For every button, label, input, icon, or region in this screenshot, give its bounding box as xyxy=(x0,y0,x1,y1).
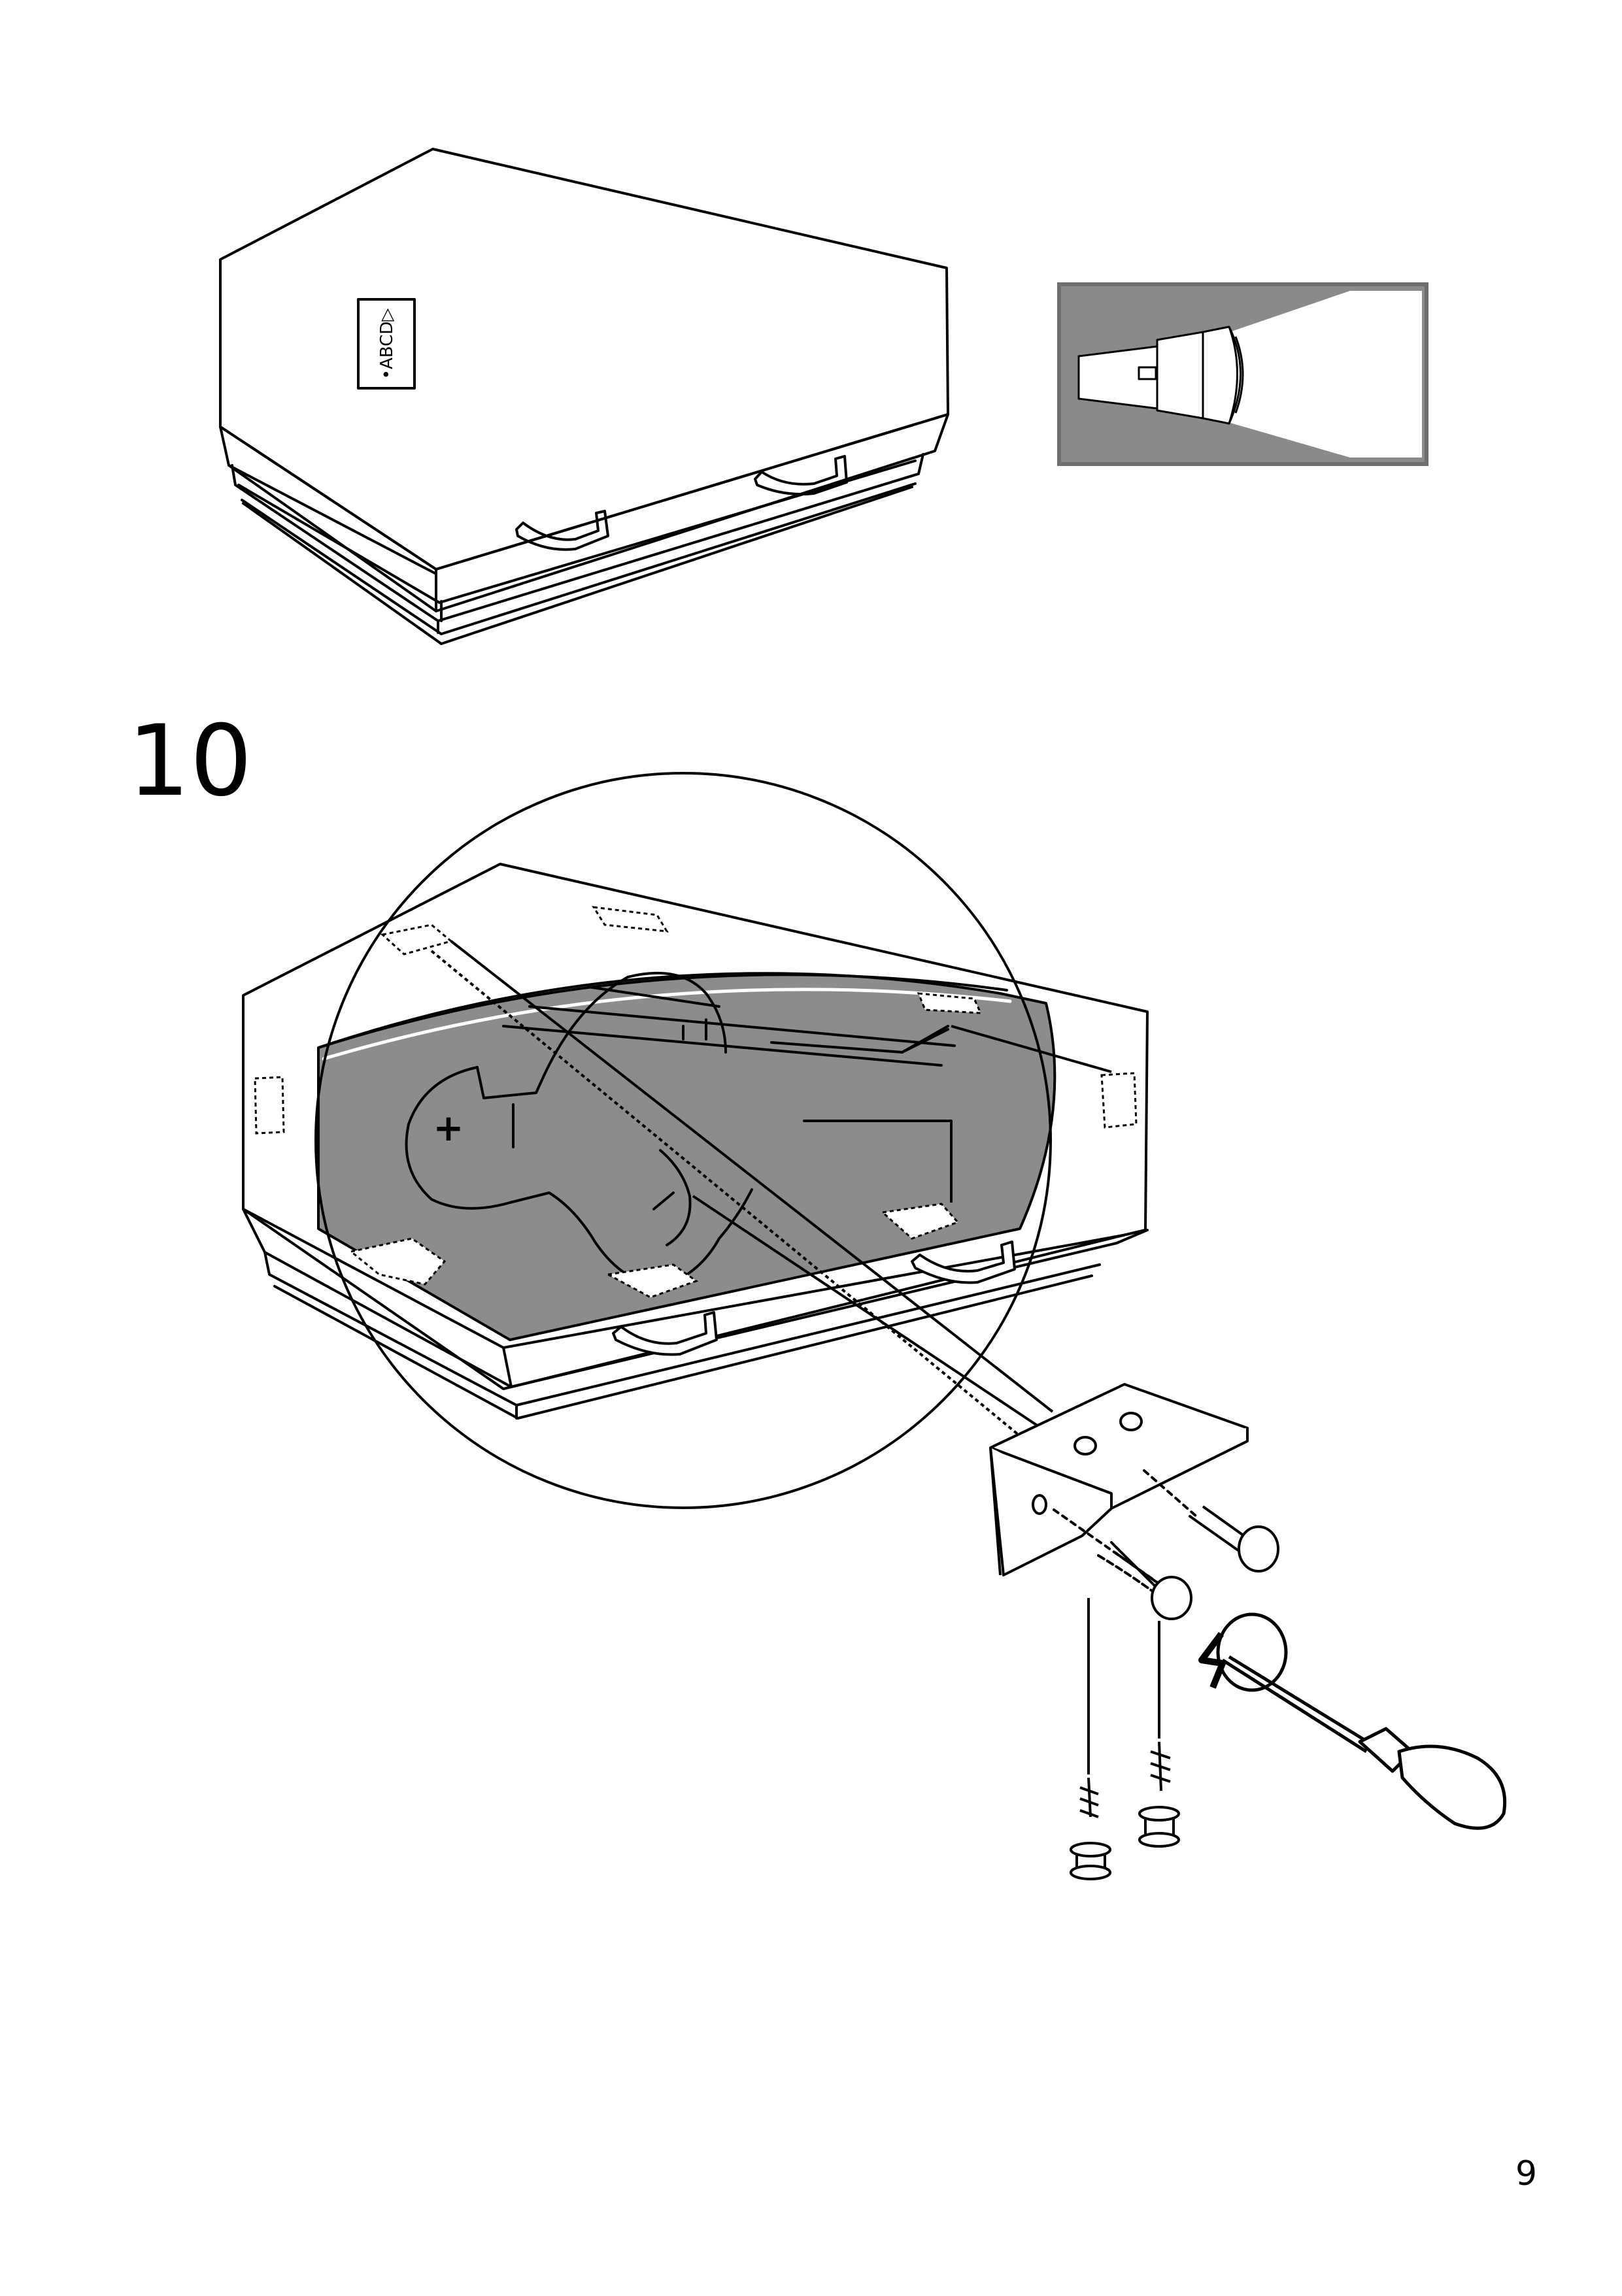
screw-top-icon xyxy=(1113,1505,1279,1620)
loose-screw-left-icon xyxy=(1070,1777,1111,1880)
screwdriver-icon xyxy=(1221,1655,1507,1830)
fastener-guides xyxy=(1087,1598,1160,1774)
figure-icon xyxy=(405,971,956,1289)
step-number: 10 xyxy=(127,705,252,818)
angle-bracket-icon xyxy=(989,1383,1249,1576)
clockwise-rotation-arrow-icon xyxy=(1198,1612,1288,1692)
coffin-box-closed-icon xyxy=(219,148,949,645)
part-label-text: •ABCD▷ xyxy=(377,308,397,380)
coffin-box-open-icon xyxy=(242,863,1149,1420)
page-number: 9 xyxy=(1515,2154,1538,2193)
loose-screw-right-icon xyxy=(1138,1741,1180,1848)
leader-lines xyxy=(430,940,1112,1459)
center-mark-icon: + xyxy=(433,1107,464,1150)
magnifier-circle xyxy=(314,772,1052,1509)
flashlight-icon xyxy=(1057,282,1428,466)
